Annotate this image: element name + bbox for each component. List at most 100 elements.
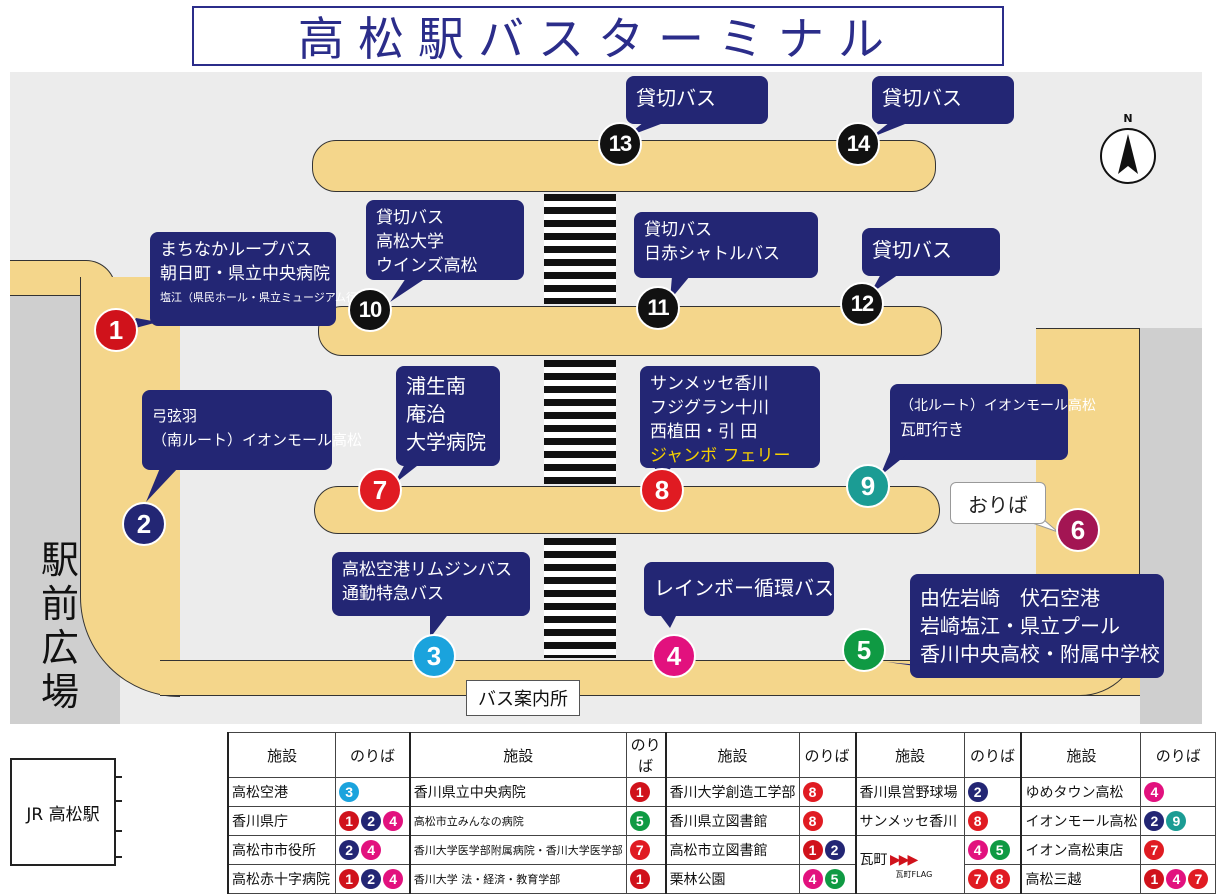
legend-facility-name: イオン高松東店: [1020, 835, 1142, 865]
legend-facility-label: 瓦町: [859, 852, 888, 868]
station-tick: [114, 776, 122, 778]
stop-marker-9: 9: [846, 464, 890, 508]
legend-facility-name: 香川大学創造工学部: [664, 777, 800, 807]
legend-facility-name: 香川大学 法・経済・教育学部: [408, 864, 627, 894]
legend-facility-name: ゆめタウン高松: [1020, 777, 1142, 807]
jr-takamatsu-station: JR 高松駅: [10, 758, 116, 866]
callout-stop-2: 弓弦羽 （南ルート）イオンモール高松: [142, 390, 362, 470]
crosswalk-2: [544, 360, 616, 484]
stop-number-badge: 8: [967, 811, 988, 831]
station-tick: [114, 830, 122, 832]
legend-stop-numbers: 3: [335, 777, 411, 807]
callout-stop-14: 貸切バス: [872, 76, 1014, 124]
crosswalk-3: [544, 538, 616, 658]
legend-facility-name: 香川県立図書館: [664, 806, 800, 836]
stop-marker-14: 14: [836, 122, 880, 166]
legend-facility-name: 瓦町 ▶▶▶瓦町FLAG: [854, 835, 965, 894]
stop-number-badge: 7: [967, 869, 988, 889]
callout-stop-11: 貸切バス 日赤シャトルバス: [634, 212, 818, 278]
legend-facility-name: 高松三越: [1020, 864, 1142, 894]
legend-facility-name: 高松空港: [227, 777, 337, 807]
legend-stop-numbers: 1: [625, 864, 667, 894]
stop-number-badge: 2: [339, 840, 360, 860]
stop-number-badge: 1: [802, 840, 823, 860]
legend-facility-name: 高松市立図書館: [664, 835, 800, 865]
road-left-curve: [80, 277, 180, 697]
stop-number-badge: 2: [824, 840, 845, 860]
callout-stop-12: 貸切バス: [862, 228, 1000, 276]
stop-number-badge: 4: [1166, 869, 1187, 889]
legend-stop-numbers: 5: [625, 806, 667, 836]
legend-stop-numbers: 7: [1140, 835, 1216, 865]
legend-stop-numbers: 1: [625, 777, 667, 807]
legend-stop-numbers: 7: [625, 835, 667, 865]
stop-marker-11: 11: [636, 286, 680, 330]
stop-marker-12: 12: [840, 282, 884, 326]
stop-marker-1: 1: [94, 308, 138, 352]
stop-number-badge: 8: [802, 811, 823, 831]
stop-marker-6: 6: [1056, 508, 1100, 552]
callout-stop-1: まちなかループバス 朝日町・県立中央病院 塩江（県民ホール・県立ミュージアム行き…: [150, 232, 379, 326]
compass-n-label: N: [1123, 112, 1133, 125]
legend-facility-name: サンメッセ香川: [854, 806, 965, 836]
stop-number-badge: 5: [824, 869, 845, 889]
legend-facility-name: 香川県営野球場: [854, 777, 965, 807]
legend-facility-name: 香川県庁: [227, 806, 337, 836]
stop-number-badge: 4: [967, 840, 988, 860]
stop-number-badge: 7: [1144, 840, 1165, 860]
legend-header-facility: 施設: [664, 732, 800, 778]
legend-stop-numbers: 8: [798, 777, 857, 807]
stop-number-badge: 1: [629, 782, 650, 802]
dismount-label: おりば: [950, 482, 1046, 524]
stop-marker-2: 2: [122, 502, 166, 546]
stop-marker-5: 5: [842, 628, 886, 672]
legend-header-facility: 施設: [408, 732, 627, 778]
stop-number-badge: 2: [967, 782, 988, 802]
stop-number-badge: 2: [361, 869, 382, 889]
stop-number-badge: 4: [1144, 782, 1165, 802]
stop-number-badge: 5: [629, 811, 650, 831]
stop-number-badge: 4: [383, 869, 404, 889]
legend-header-facility: 施設: [1020, 732, 1142, 778]
stop-number-badge: 8: [802, 782, 823, 802]
callout-stop-3: 高松空港リムジンバス 通勤特急バス: [332, 552, 530, 616]
stop-marker-10: 10: [348, 288, 392, 332]
stop-marker-4: 4: [652, 634, 696, 678]
crosswalk-1: [544, 194, 616, 304]
legend-header-facility: 施設: [854, 732, 965, 778]
callout-stop-10: 貸切バス 高松大学 ウインズ高松: [366, 200, 524, 280]
stop-number-badge: 4: [383, 811, 404, 831]
stop-number-badge: 1: [339, 869, 360, 889]
legend-stop-numbers: 8: [798, 806, 857, 836]
legend-facility-name: 高松市立みんなの病院: [408, 806, 627, 836]
callout-stop-7: 浦生南 庵治 大学病院: [396, 366, 500, 466]
stop-number-badge: 1: [1144, 869, 1165, 889]
legend-header-stop: のりば: [798, 732, 857, 778]
page-title: 高松駅バスターミナル: [192, 6, 1004, 66]
legend-facility-name: イオンモール高松: [1020, 806, 1142, 836]
legend-facility-name: 香川県立中央病院: [408, 777, 627, 807]
stop-marker-3: 3: [412, 634, 456, 678]
stop-number-badge: 5: [989, 840, 1010, 860]
stop-marker-8: 8: [640, 468, 684, 512]
callout-stop-9: （北ルート）イオンモール高松 瓦町行き: [890, 384, 1096, 460]
stop-number-badge: 2: [1144, 811, 1165, 831]
legend-stop-numbers: 4: [1140, 777, 1216, 807]
station-tick: [114, 856, 122, 858]
stop-number-badge: 7: [1188, 869, 1209, 889]
stop-number-badge: 8: [989, 869, 1010, 889]
legend-header-stop: のりば: [1140, 732, 1216, 778]
stop-number-badge: 3: [339, 782, 360, 802]
legend-facility-name: 高松赤十字病院: [227, 864, 337, 894]
legend-facility-name: 高松市市役所: [227, 835, 337, 865]
callout-stop-4: レインボー循環バス: [644, 562, 834, 616]
